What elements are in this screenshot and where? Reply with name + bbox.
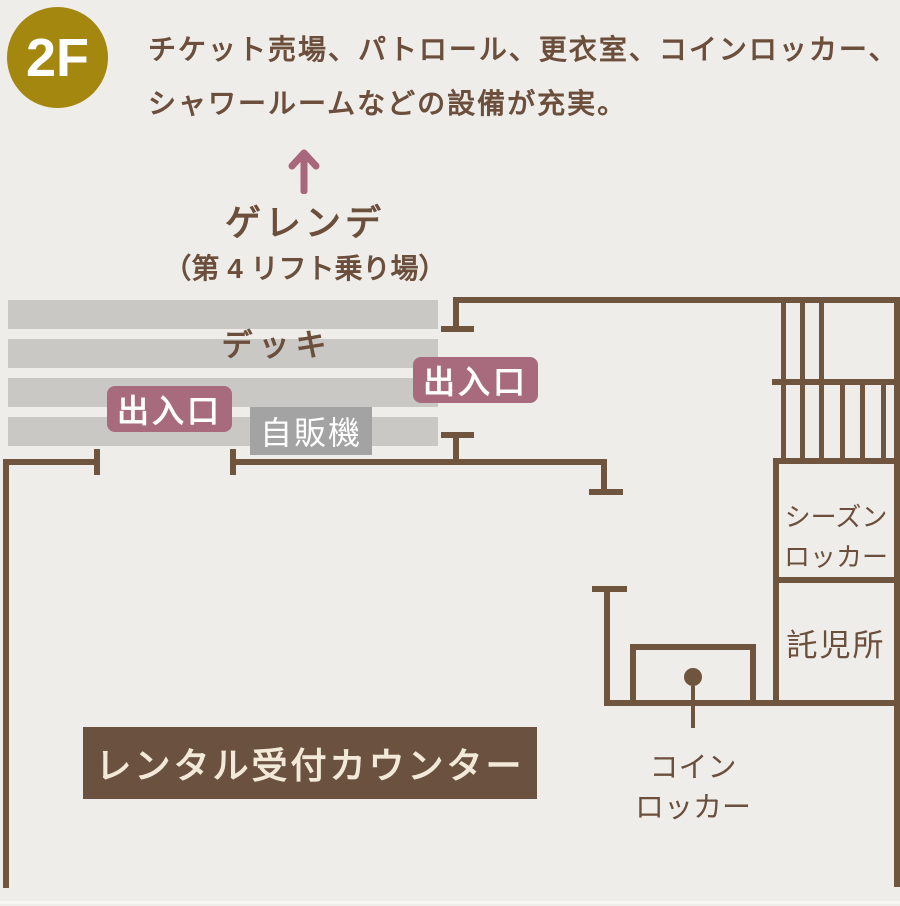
rental-counter-label: レンタル受付カウンター xyxy=(95,745,525,786)
stairs-step xyxy=(881,382,886,462)
wall-bottom xyxy=(604,700,900,706)
rooms-divider-wall xyxy=(773,577,900,583)
floor-description-line2: シャワールームなどの設備が充実。 xyxy=(148,88,628,119)
deck-door-top-cap xyxy=(441,326,474,332)
floor-badge: 2F xyxy=(7,7,108,108)
deck-door-bottom-post xyxy=(453,432,459,465)
wall-top xyxy=(453,297,900,303)
vending-machine-badge: 自販機 xyxy=(250,407,372,455)
wall-right xyxy=(894,297,900,887)
coin-locker-counter xyxy=(630,644,756,703)
daycare-label: 託児所 xyxy=(786,628,886,663)
exit-badge-left: 出入口 xyxy=(107,386,232,432)
exit-badge-right: 出入口 xyxy=(413,357,538,403)
deck-stripe xyxy=(8,300,438,329)
exit-badge-right-label: 出入口 xyxy=(422,364,528,400)
stairs-step xyxy=(840,382,845,462)
deck-stripe xyxy=(8,339,438,368)
wall-middle-segment xyxy=(230,459,607,465)
vending-machine-label: 自販機 xyxy=(259,415,362,451)
wall-left-segment xyxy=(3,459,100,465)
stairs-rail xyxy=(772,379,897,385)
wall-left xyxy=(3,459,9,888)
rental-counter-box: レンタル受付カウンター xyxy=(83,727,537,799)
coin-locker-label-line1: コイン xyxy=(649,752,737,784)
floor-description-line1: チケット売場、パトロール、更衣室、コインロッカー、 xyxy=(148,34,899,65)
up-arrow-icon xyxy=(288,149,320,194)
deck-door-top-post xyxy=(453,297,459,332)
inner-door-post xyxy=(604,586,610,706)
door-post-left xyxy=(94,449,100,475)
lift-boarding-label: （第 4 リフト乗り場） xyxy=(163,253,447,284)
season-locker-label-line2: ロッカー xyxy=(783,542,888,572)
bottom-edge-line xyxy=(0,901,900,904)
slope-label: ゲレンデ xyxy=(224,202,385,243)
coin-locker-label-line2: ロッカー xyxy=(634,792,751,824)
season-locker-label-line1: シーズン xyxy=(784,502,888,532)
deck-label: デッキ xyxy=(221,328,333,363)
season-locker-room-top xyxy=(773,458,900,464)
wall-middle-corner xyxy=(601,459,607,495)
wall-middle-corner-cap xyxy=(589,489,623,495)
stairs-step xyxy=(860,382,865,462)
coin-locker-leader-line xyxy=(691,686,695,728)
coin-locker-marker-dot xyxy=(684,668,702,686)
floor-badge-label: 2F xyxy=(25,27,90,88)
exit-badge-left-label: 出入口 xyxy=(116,393,222,429)
